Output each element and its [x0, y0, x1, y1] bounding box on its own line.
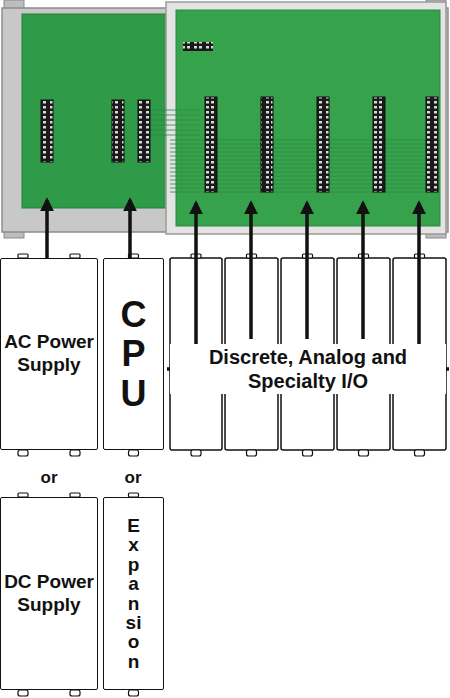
- circuit-board: [22, 14, 172, 208]
- back-plate: [2, 8, 448, 232]
- module-label: DC Power Supply: [1, 571, 97, 617]
- power-supply-module: AC Power Supply: [0, 258, 98, 450]
- power-supply-module: DC Power Supply: [0, 497, 98, 690]
- expansion-module: Expansion: [103, 497, 164, 690]
- board-traces: [150, 110, 440, 192]
- insertion-arrow: [361, 203, 365, 339]
- insertion-arrow: [305, 203, 309, 339]
- io-module-group: Discrete, Analog and Specialty I/O: [170, 258, 446, 450]
- vertical-module-label: Expansion: [122, 516, 145, 671]
- alternative-label: or: [41, 468, 58, 488]
- module-label: Discrete, Analog and Specialty I/O: [170, 344, 446, 394]
- module-label: AC Power Supply: [1, 331, 97, 377]
- slot-connector: [205, 97, 217, 192]
- slot-connector: [112, 100, 124, 162]
- slot-connector: [261, 97, 273, 192]
- circuit-board: [176, 10, 440, 226]
- cpu-module: CPU: [103, 258, 164, 450]
- slot-connector: [41, 100, 53, 162]
- alternative-label: or: [125, 468, 142, 488]
- slot-connector: [138, 100, 150, 162]
- slot-connector: [426, 97, 438, 192]
- vertical-module-label: CPU: [114, 295, 154, 414]
- header-connector: [183, 42, 213, 51]
- slot-connector: [373, 97, 385, 192]
- board-cover: [166, 2, 446, 234]
- slot-connector: [317, 97, 329, 192]
- insertion-arrow: [249, 203, 253, 339]
